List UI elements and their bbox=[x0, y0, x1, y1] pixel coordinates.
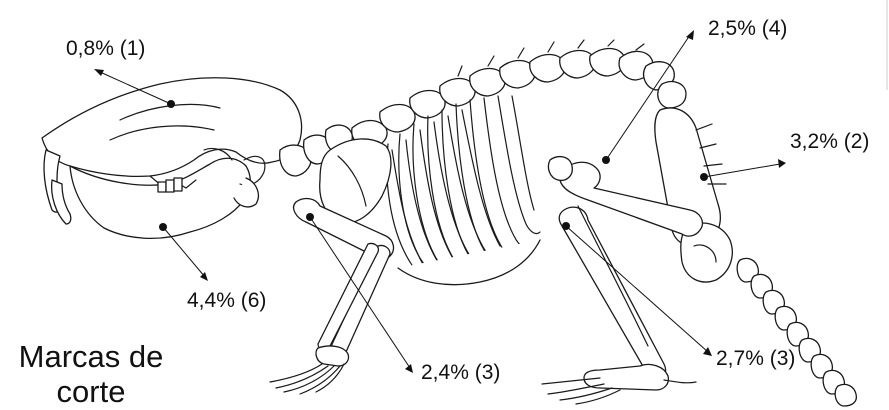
label-humerus: 2,4% (3) bbox=[421, 362, 500, 383]
label-mandible: 4,4% (6) bbox=[187, 290, 266, 311]
label-skull-top: 0,8% (1) bbox=[66, 38, 145, 59]
label-femur: 2,5% (4) bbox=[708, 18, 787, 39]
label-pelvis: 3,2% (2) bbox=[790, 131, 869, 152]
diagram-title: Marcas de corte bbox=[8, 340, 174, 409]
title-line-2: corte bbox=[8, 375, 174, 410]
label-tibia: 2,7% (3) bbox=[716, 348, 795, 369]
forelimb bbox=[270, 199, 393, 394]
tail bbox=[737, 258, 856, 406]
pelvis bbox=[655, 108, 733, 282]
title-line-1: Marcas de bbox=[8, 340, 174, 375]
